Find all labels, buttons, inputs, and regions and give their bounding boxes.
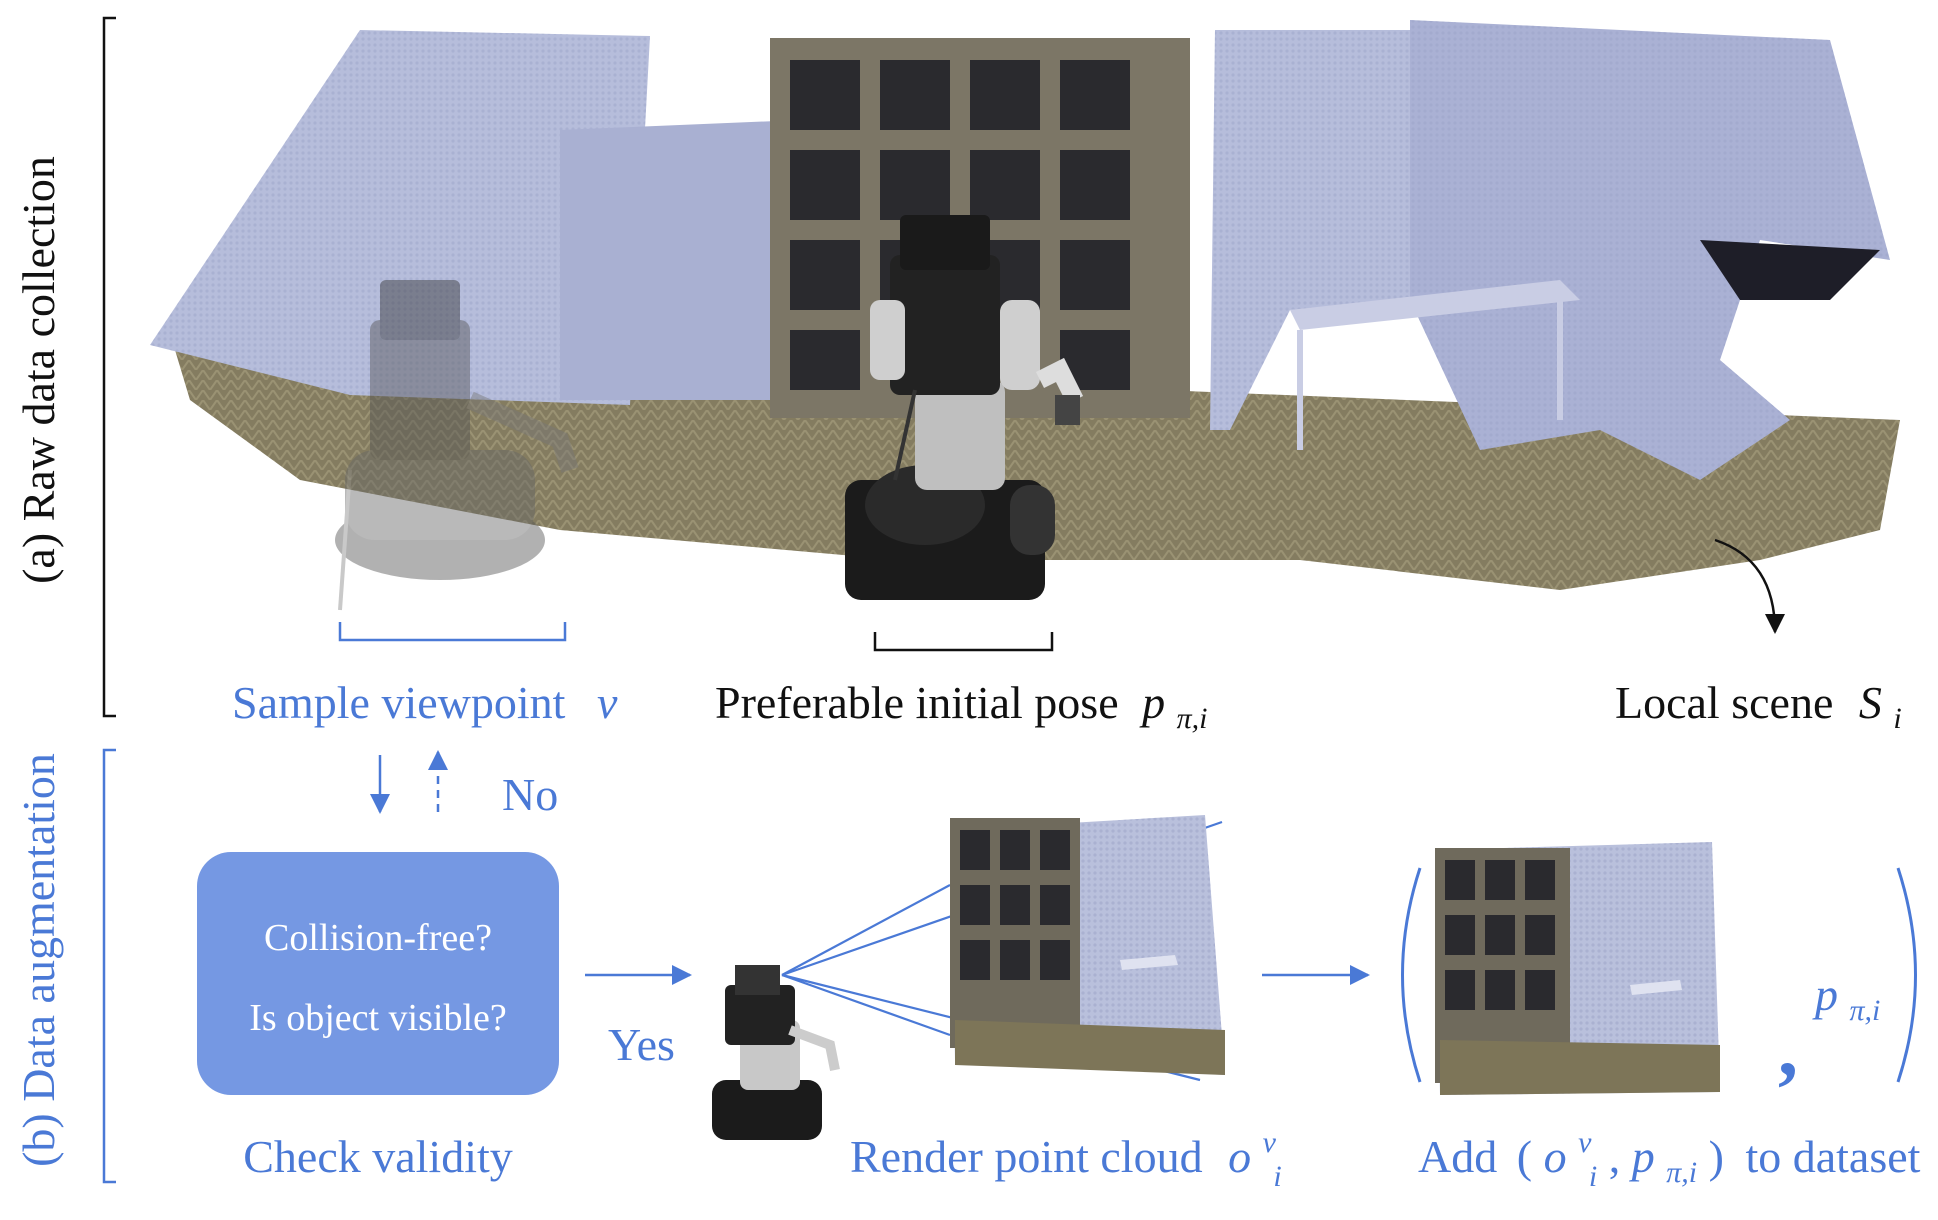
tuple-pose: p π,i — [1812, 969, 1880, 1027]
scene-dark-corner — [1700, 240, 1880, 300]
no-label: No — [502, 769, 558, 820]
yes-label: Yes — [608, 1019, 675, 1070]
local-scene-label: Local scene S i — [1615, 677, 1902, 735]
local-scene-arrow — [1714, 538, 1785, 634]
validity-check-box — [197, 852, 559, 1095]
robot-icon — [335, 280, 579, 611]
initial-pose-label: Preferable initial pose p π,i — [715, 677, 1208, 735]
render-point-cloud — [950, 815, 1225, 1075]
initial-pose-bracket — [873, 632, 1054, 652]
robot-icon — [845, 215, 1084, 600]
check-visible-text: Is object visible? — [249, 997, 506, 1039]
render-label: Render point cloud o v i — [850, 1111, 1287, 1193]
tuple-point-cloud — [1435, 842, 1720, 1095]
viewpoint-bracket — [338, 622, 567, 642]
render-robot — [712, 965, 840, 1140]
add-to-dataset-label: Add ( o v i , p π,i ) to dataset — [1418, 1111, 1921, 1196]
check-collision-text: Collision-free? — [264, 917, 492, 959]
section-a-label: (a) Raw data collection — [13, 156, 64, 584]
scene-wall-left-2 — [560, 120, 800, 400]
tuple-close-paren — [1896, 867, 1917, 1083]
section-a-bracket — [102, 16, 116, 718]
scene-table — [1290, 280, 1580, 330]
point-cloud-scene — [150, 20, 1900, 652]
sample-viewpoint-label: Sample viewpoint v — [232, 677, 618, 728]
check-validity-label: Check validity — [243, 1131, 513, 1182]
section-b-label: (b) Data augmentation — [13, 753, 64, 1167]
tuple-comma: , — [1778, 1005, 1798, 1093]
section-b-bracket — [102, 748, 116, 1184]
tuple-open-paren — [1401, 867, 1422, 1083]
